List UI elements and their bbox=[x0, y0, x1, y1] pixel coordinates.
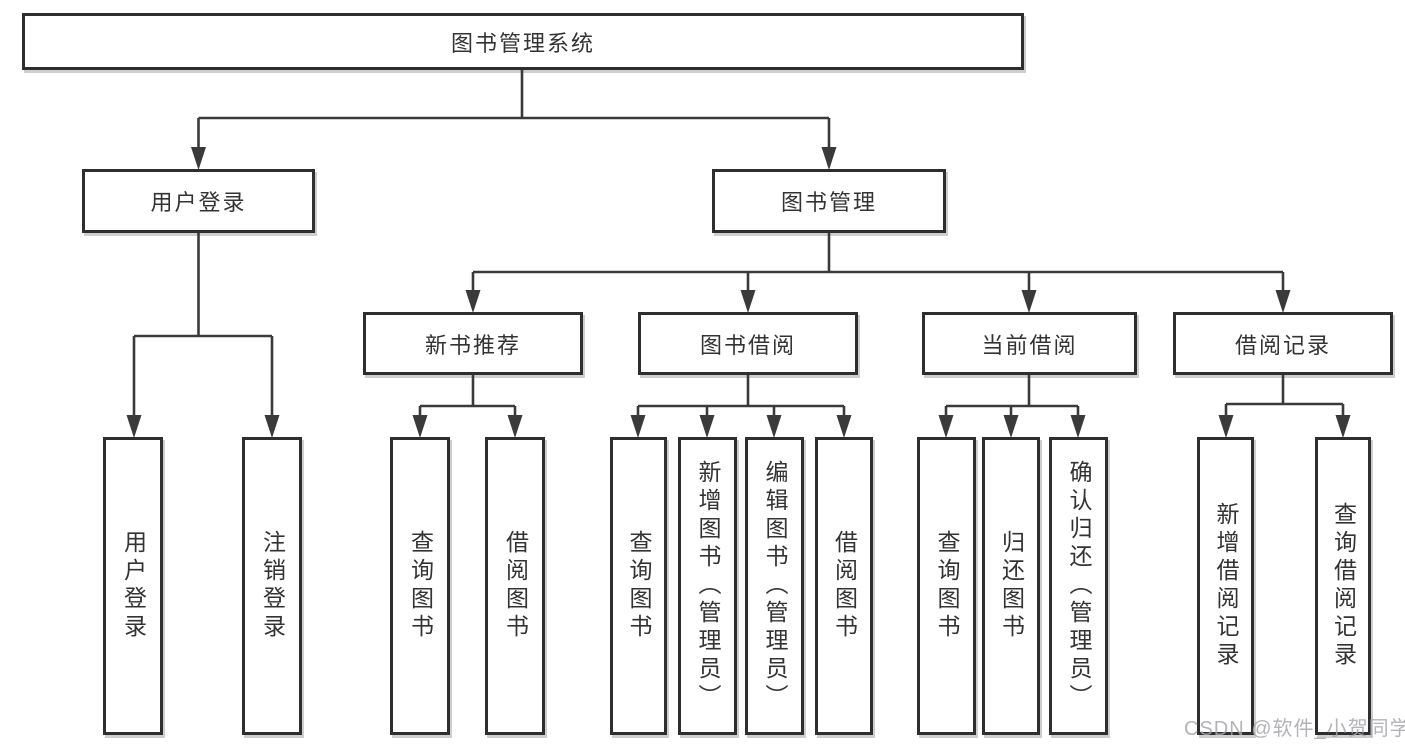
leaf-query-book-borrow: 查询图书 bbox=[610, 437, 667, 735]
leaf-logout: 注销登录 bbox=[242, 437, 302, 735]
node-book-management: 图书管理 bbox=[712, 169, 946, 233]
node-new-book-recommend: 新书推荐 bbox=[363, 312, 583, 375]
leaf-add-borrow-record-label: 新增借阅记录 bbox=[1213, 502, 1239, 670]
node-book-management-label: 图书管理 bbox=[780, 190, 877, 215]
node-root-label: 图书管理系统 bbox=[450, 30, 595, 56]
leaf-query-borrow-record: 查询借阅记录 bbox=[1315, 437, 1371, 735]
node-current-borrow: 当前借阅 bbox=[922, 312, 1137, 375]
node-borrow-record: 借阅记录 bbox=[1173, 312, 1393, 375]
leaf-edit-book-admin-label: 编辑图书（管理员） bbox=[762, 460, 788, 712]
leaf-add-book-admin: 新增图书（管理员） bbox=[678, 437, 737, 735]
leaf-confirm-return-admin-label: 确认归还（管理员） bbox=[1066, 460, 1092, 712]
leaf-query-book-current: 查询图书 bbox=[917, 437, 976, 735]
leaf-borrow-book: 借阅图书 bbox=[815, 437, 873, 735]
node-book-borrow-label: 图书借阅 bbox=[699, 332, 796, 358]
leaf-query-book-borrow-label: 查询图书 bbox=[626, 530, 652, 642]
leaf-confirm-return-admin: 确认归还（管理员） bbox=[1049, 437, 1108, 735]
leaf-return-book-label: 归还图书 bbox=[998, 530, 1025, 642]
leaf-query-book-current-label: 查询图书 bbox=[934, 530, 960, 642]
leaf-borrow-book-recommend: 借阅图书 bbox=[485, 437, 545, 735]
leaf-edit-book-admin: 编辑图书（管理员） bbox=[745, 437, 804, 735]
node-user-login-label: 用户登录 bbox=[150, 190, 247, 215]
leaf-query-book-recommend-label: 查询图书 bbox=[407, 530, 434, 642]
leaf-user-login-label: 用户登录 bbox=[120, 530, 147, 642]
leaf-borrow-book-recommend-label: 借阅图书 bbox=[502, 530, 529, 642]
leaf-borrow-book-label: 借阅图书 bbox=[831, 530, 858, 642]
node-root-system: 图书管理系统 bbox=[22, 13, 1024, 70]
node-current-borrow-label: 当前借阅 bbox=[981, 332, 1078, 358]
leaf-query-book-recommend: 查询图书 bbox=[390, 437, 450, 735]
node-new-book-recommend-label: 新书推荐 bbox=[424, 332, 521, 358]
node-user-login: 用户登录 bbox=[82, 169, 315, 233]
leaf-logout-label: 注销登录 bbox=[259, 530, 286, 642]
leaf-user-login: 用户登录 bbox=[103, 437, 163, 735]
leaf-add-borrow-record: 新增借阅记录 bbox=[1197, 437, 1254, 735]
leaf-query-borrow-record-label: 查询借阅记录 bbox=[1330, 502, 1357, 670]
leaf-return-book: 归还图书 bbox=[982, 437, 1040, 735]
node-borrow-record-label: 借阅记录 bbox=[1234, 332, 1331, 358]
leaf-add-book-admin-label: 新增图书（管理员） bbox=[695, 460, 721, 712]
csdn-watermark: CSDN @软件_小贺同学 bbox=[1184, 718, 1405, 740]
node-book-borrow: 图书借阅 bbox=[638, 312, 858, 375]
